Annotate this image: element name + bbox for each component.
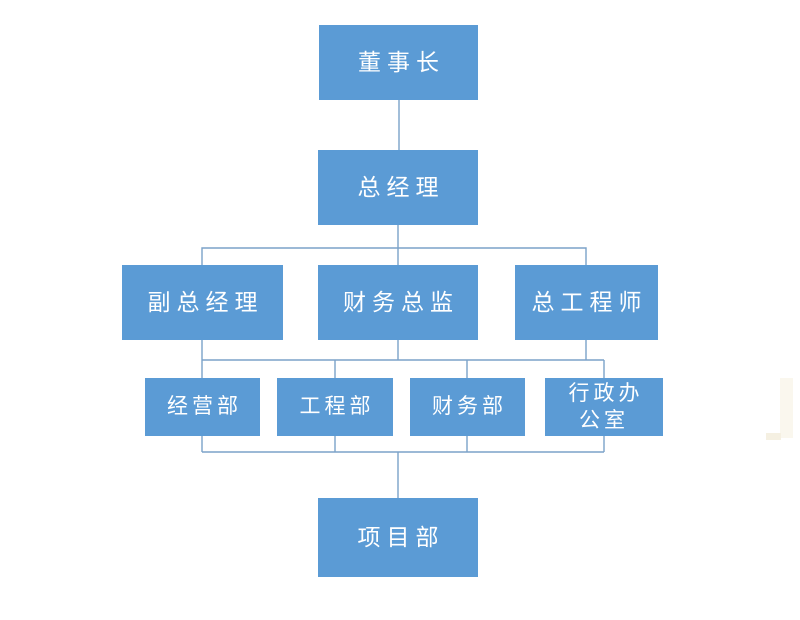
node-finance-dept-label: 财务部 <box>432 395 507 419</box>
node-engineering-dept-label: 工程部 <box>299 395 375 419</box>
node-finance-director-label: 财务总监 <box>343 288 459 315</box>
node-chairman-label: 董事长 <box>358 48 445 75</box>
watermark-artifact <box>780 378 793 438</box>
node-general-manager-label: 总经理 <box>357 173 445 200</box>
node-deputy-general-manager: 副总经理 <box>122 265 283 340</box>
node-chief-engineer-label: 总工程师 <box>531 288 648 315</box>
node-deputy-general-manager-label: 副总经理 <box>147 288 264 315</box>
node-chairman: 董事长 <box>319 25 478 100</box>
node-admin-office-label: 行政办公室 <box>568 381 644 432</box>
node-engineering-dept: 工程部 <box>277 378 393 436</box>
connector-tier3-to-tier4-bus <box>201 340 605 378</box>
node-operations-dept-label: 经营部 <box>167 395 242 419</box>
connector-gm-to-tier3-bus <box>201 225 587 265</box>
node-general-manager: 总经理 <box>318 150 478 225</box>
connector-tier4-to-project-bus <box>201 436 605 498</box>
node-finance-dept: 财务部 <box>410 378 525 436</box>
node-chief-engineer: 总工程师 <box>515 265 658 340</box>
node-project-dept-label: 项目部 <box>357 523 445 550</box>
node-operations-dept: 经营部 <box>145 378 260 436</box>
node-admin-office: 行政办公室 <box>545 378 663 436</box>
node-finance-director: 财务总监 <box>318 265 478 340</box>
watermark-smudge <box>766 433 781 440</box>
node-project-dept: 项目部 <box>318 498 478 577</box>
